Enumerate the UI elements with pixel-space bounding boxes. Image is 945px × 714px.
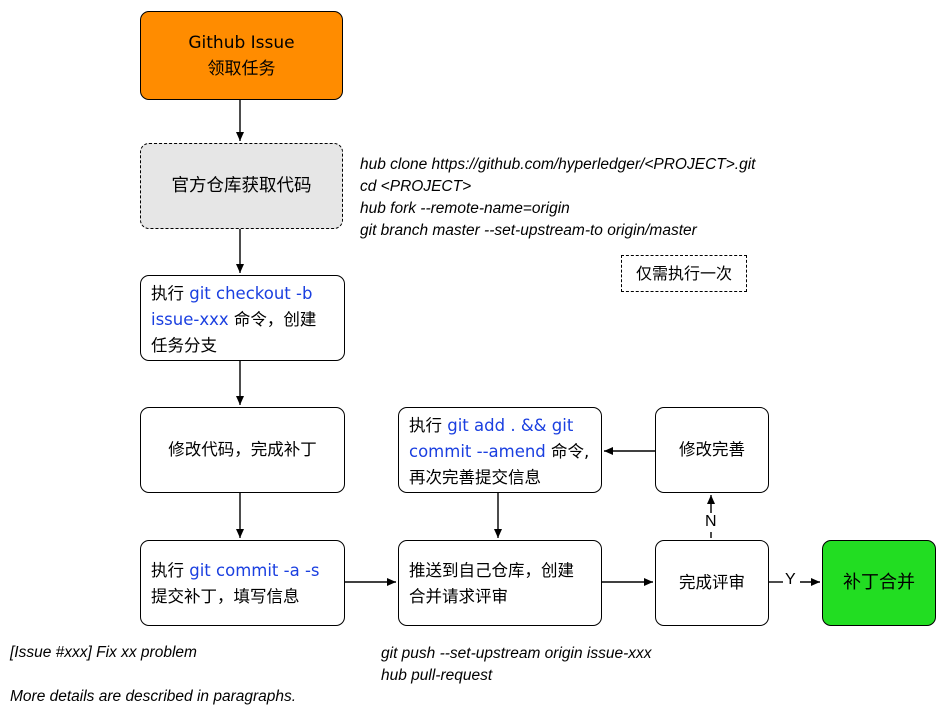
clone-cmd-line: hub clone https://github.com/hyperledger…	[360, 156, 756, 173]
push-node: 推送到自己仓库，创建 合并请求评审	[398, 540, 602, 626]
amend-cmd-1: git add . && git	[447, 416, 574, 435]
details-note: More details are described in paragraphs…	[10, 686, 296, 708]
fetch-code-label: 官方仓库获取代码	[171, 176, 312, 196]
amend-node: 执行 git add . && git commit --amend 命令, 再…	[398, 407, 602, 493]
modify-code-node: 修改代码，完成补丁	[140, 407, 345, 493]
clone-cmd-line: hub fork --remote-name=origin	[360, 200, 570, 217]
github-issue-node: Github Issue 领取任务	[140, 11, 343, 100]
commit-cmd: git commit -a -s	[189, 561, 320, 580]
clone-cmd-line: cd <PROJECT>	[360, 178, 472, 195]
modify-code-label: 修改代码，完成补丁	[168, 440, 317, 459]
once-note-label: 仅需执行一次	[635, 263, 732, 283]
commit-message-note: [Issue #xxx] Fix xx problem	[10, 642, 197, 664]
checkout-prefix: 执行	[151, 284, 190, 303]
amend-cmd-2: commit --amend	[409, 442, 546, 461]
review-label: 完成评审	[679, 573, 745, 592]
edge-label-no: N	[705, 513, 717, 530]
push-cmd-line: git push --set-upstream origin issue-xxx	[381, 645, 652, 662]
amend-prefix: 执行	[409, 416, 448, 435]
merge-label: 补丁合并	[843, 572, 915, 593]
checkout-line3: 任务分支	[151, 336, 217, 355]
amend-suffix: 命令,	[545, 442, 590, 461]
checkout-suffix: 命令，创建	[228, 310, 317, 329]
github-issue-subtitle: 领取任务	[207, 58, 276, 79]
push-line2: 合并请求评审	[409, 587, 508, 606]
checkout-cmd-1: git checkout -b	[189, 284, 313, 303]
amend-line3: 再次完善提交信息	[409, 468, 541, 487]
push-cmd-line: hub pull-request	[381, 667, 493, 684]
github-issue-title: Github Issue	[188, 32, 295, 53]
merge-node: 补丁合并	[822, 540, 936, 626]
details-line: More details are described in paragraphs…	[10, 688, 297, 705]
checkout-node: 执行 git checkout -b issue-xxx 命令，创建 任务分支	[140, 275, 345, 361]
review-node: 完成评审	[655, 540, 769, 626]
commit-node: 执行 git commit -a -s 提交补丁，填写信息	[140, 540, 345, 626]
once-note-box: 仅需执行一次	[621, 255, 747, 292]
checkout-cmd-2: issue-xxx	[151, 310, 229, 329]
improve-label: 修改完善	[679, 440, 745, 459]
push-commands-note: git push --set-upstream origin issue-xxx…	[381, 643, 652, 687]
improve-node: 修改完善	[655, 407, 769, 493]
commit-line2: 提交补丁，填写信息	[151, 587, 300, 606]
commit-message-line: [Issue #xxx] Fix xx problem	[10, 644, 197, 661]
commit-prefix: 执行	[151, 561, 190, 580]
edge-label-yes: Y	[785, 571, 796, 588]
clone-cmd-line: git branch master --set-upstream-to orig…	[360, 222, 697, 239]
clone-commands-note: hub clone https://github.com/hyperledger…	[360, 154, 755, 242]
push-line1: 推送到自己仓库，创建	[409, 561, 574, 580]
fetch-code-node: 官方仓库获取代码	[140, 143, 343, 229]
